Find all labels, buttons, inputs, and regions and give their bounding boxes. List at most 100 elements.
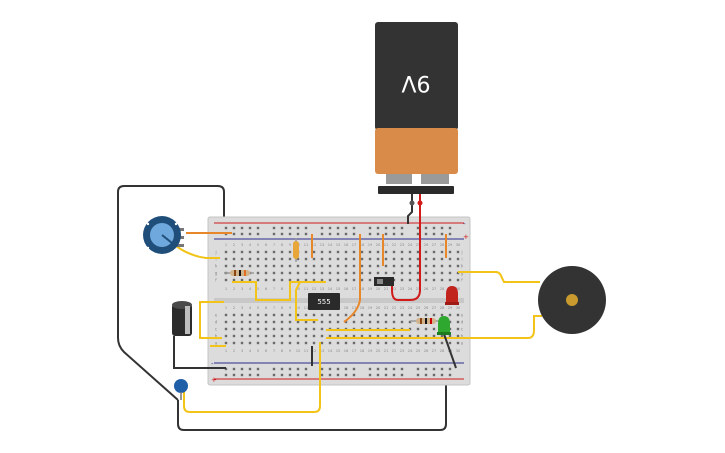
breadboard-hole: [336, 313, 340, 317]
row-letter: d: [461, 320, 464, 325]
wire-black-bottom[interactable]: [177, 360, 447, 431]
breadboard-hole: [360, 341, 364, 345]
breadboard-hole: [248, 250, 252, 254]
breadboard-hole: [312, 250, 316, 254]
potentiometer[interactable]: [143, 216, 184, 254]
breadboard-hole: [392, 226, 396, 230]
resistor-3[interactable]: [410, 318, 440, 324]
wire-black-cap[interactable]: [173, 336, 226, 369]
piezo-buzzer[interactable]: [538, 266, 606, 334]
column-number: 18: [360, 306, 365, 310]
column-number: 6: [265, 306, 268, 310]
breadboard-hole: [440, 313, 444, 317]
breadboard-hole: [312, 257, 316, 261]
electrolytic-capacitor[interactable]: [172, 301, 192, 336]
column-number: 28: [440, 287, 445, 291]
breadboard-hole: [328, 264, 332, 268]
wire-battery-red[interactable]: [391, 194, 421, 301]
breadboard-hole: [296, 264, 300, 268]
wire-black-led[interactable]: [443, 333, 457, 369]
breadboard-hole: [256, 271, 260, 275]
breadboard-hole: [272, 271, 276, 275]
breadboard-hole: [360, 257, 364, 261]
battery-9v[interactable]: 9V: [375, 22, 458, 194]
breadboard-hole: [424, 341, 428, 345]
column-number: 18: [360, 349, 365, 353]
breadboard-hole: [456, 257, 460, 261]
column-number: 5: [257, 287, 259, 291]
wire-yellow-bottom[interactable]: [183, 342, 321, 413]
breadboard-hole: [360, 250, 364, 254]
resistor-2[interactable]: [293, 238, 299, 262]
resistor-1[interactable]: [224, 270, 254, 276]
breadboard-hole: [280, 367, 284, 371]
breadboard-hole: [456, 341, 460, 345]
breadboard-hole: [272, 327, 276, 331]
column-number: 16: [344, 306, 349, 310]
breadboard-hole: [432, 278, 436, 282]
breadboard-hole: [344, 313, 348, 317]
column-number: 9: [289, 306, 292, 310]
breadboard-hole: [368, 264, 372, 268]
led-red[interactable]: [445, 286, 459, 305]
breadboard-hole: [264, 271, 268, 275]
breadboard-hole: [336, 373, 340, 377]
breadboard-hole: [320, 264, 324, 268]
breadboard-hole: [376, 264, 380, 268]
wire-yellow-pot[interactable]: [175, 245, 220, 259]
wire-yellow-buzzer-top[interactable]: [458, 271, 540, 283]
breadboard-hole: [440, 334, 444, 338]
breadboard-hole: [448, 250, 452, 254]
breadboard-hole: [448, 271, 452, 275]
breadboard-hole: [432, 257, 436, 261]
breadboard-hole: [392, 232, 396, 236]
breadboard-hole: [272, 264, 276, 268]
breadboard-hole: [336, 250, 340, 254]
breadboard-hole: [296, 373, 300, 377]
breadboard-hole: [424, 232, 428, 236]
breadboard-hole: [352, 232, 356, 236]
breadboard-hole: [416, 373, 420, 377]
breadboard-hole: [304, 373, 308, 377]
breadboard-hole: [288, 257, 292, 261]
breadboard-hole: [376, 313, 380, 317]
breadboard-hole: [352, 373, 356, 377]
breadboard-hole: [328, 373, 332, 377]
breadboard-hole: [264, 278, 268, 282]
breadboard-hole: [416, 271, 420, 275]
breadboard-hole: [440, 341, 444, 345]
column-number: 10: [296, 349, 301, 353]
led-green[interactable]: [437, 316, 451, 335]
breadboard-hole: [344, 264, 348, 268]
wire-yellow-ic[interactable]: [295, 281, 318, 321]
breadboard-hole: [312, 313, 316, 317]
breadboard-hole: [456, 320, 460, 324]
wire-yellow-mid[interactable]: [232, 281, 326, 301]
breadboard-hole: [448, 334, 452, 338]
column-number: 25: [416, 306, 421, 310]
wire-orange-3[interactable]: [343, 234, 361, 323]
column-number: 15: [336, 349, 341, 353]
breadboard-hole: [224, 373, 228, 377]
column-number: 21: [384, 349, 389, 353]
slide-switch[interactable]: [374, 277, 394, 286]
breadboard-hole: [400, 278, 404, 282]
breadboard-hole: [376, 373, 380, 377]
breadboard-hole: [240, 320, 244, 324]
breadboard-hole: [312, 271, 316, 275]
ceramic-capacitor[interactable]: [174, 379, 188, 400]
breadboard-hole: [224, 313, 228, 317]
column-number: 20: [376, 349, 381, 353]
ic-555-timer[interactable]: 555: [308, 293, 340, 310]
breadboard-hole: [416, 334, 420, 338]
breadboard-hole: [368, 313, 372, 317]
breadboard-hole: [288, 320, 292, 324]
column-number: 5: [257, 243, 259, 247]
breadboard-hole: [256, 250, 260, 254]
wire-yellow-cap[interactable]: [199, 301, 224, 339]
breadboard-hole: [368, 367, 372, 371]
breadboard-hole: [312, 341, 316, 345]
wire-yellow-buzzer-bottom[interactable]: [326, 315, 542, 339]
wire-black-left-loop[interactable]: [117, 185, 225, 401]
